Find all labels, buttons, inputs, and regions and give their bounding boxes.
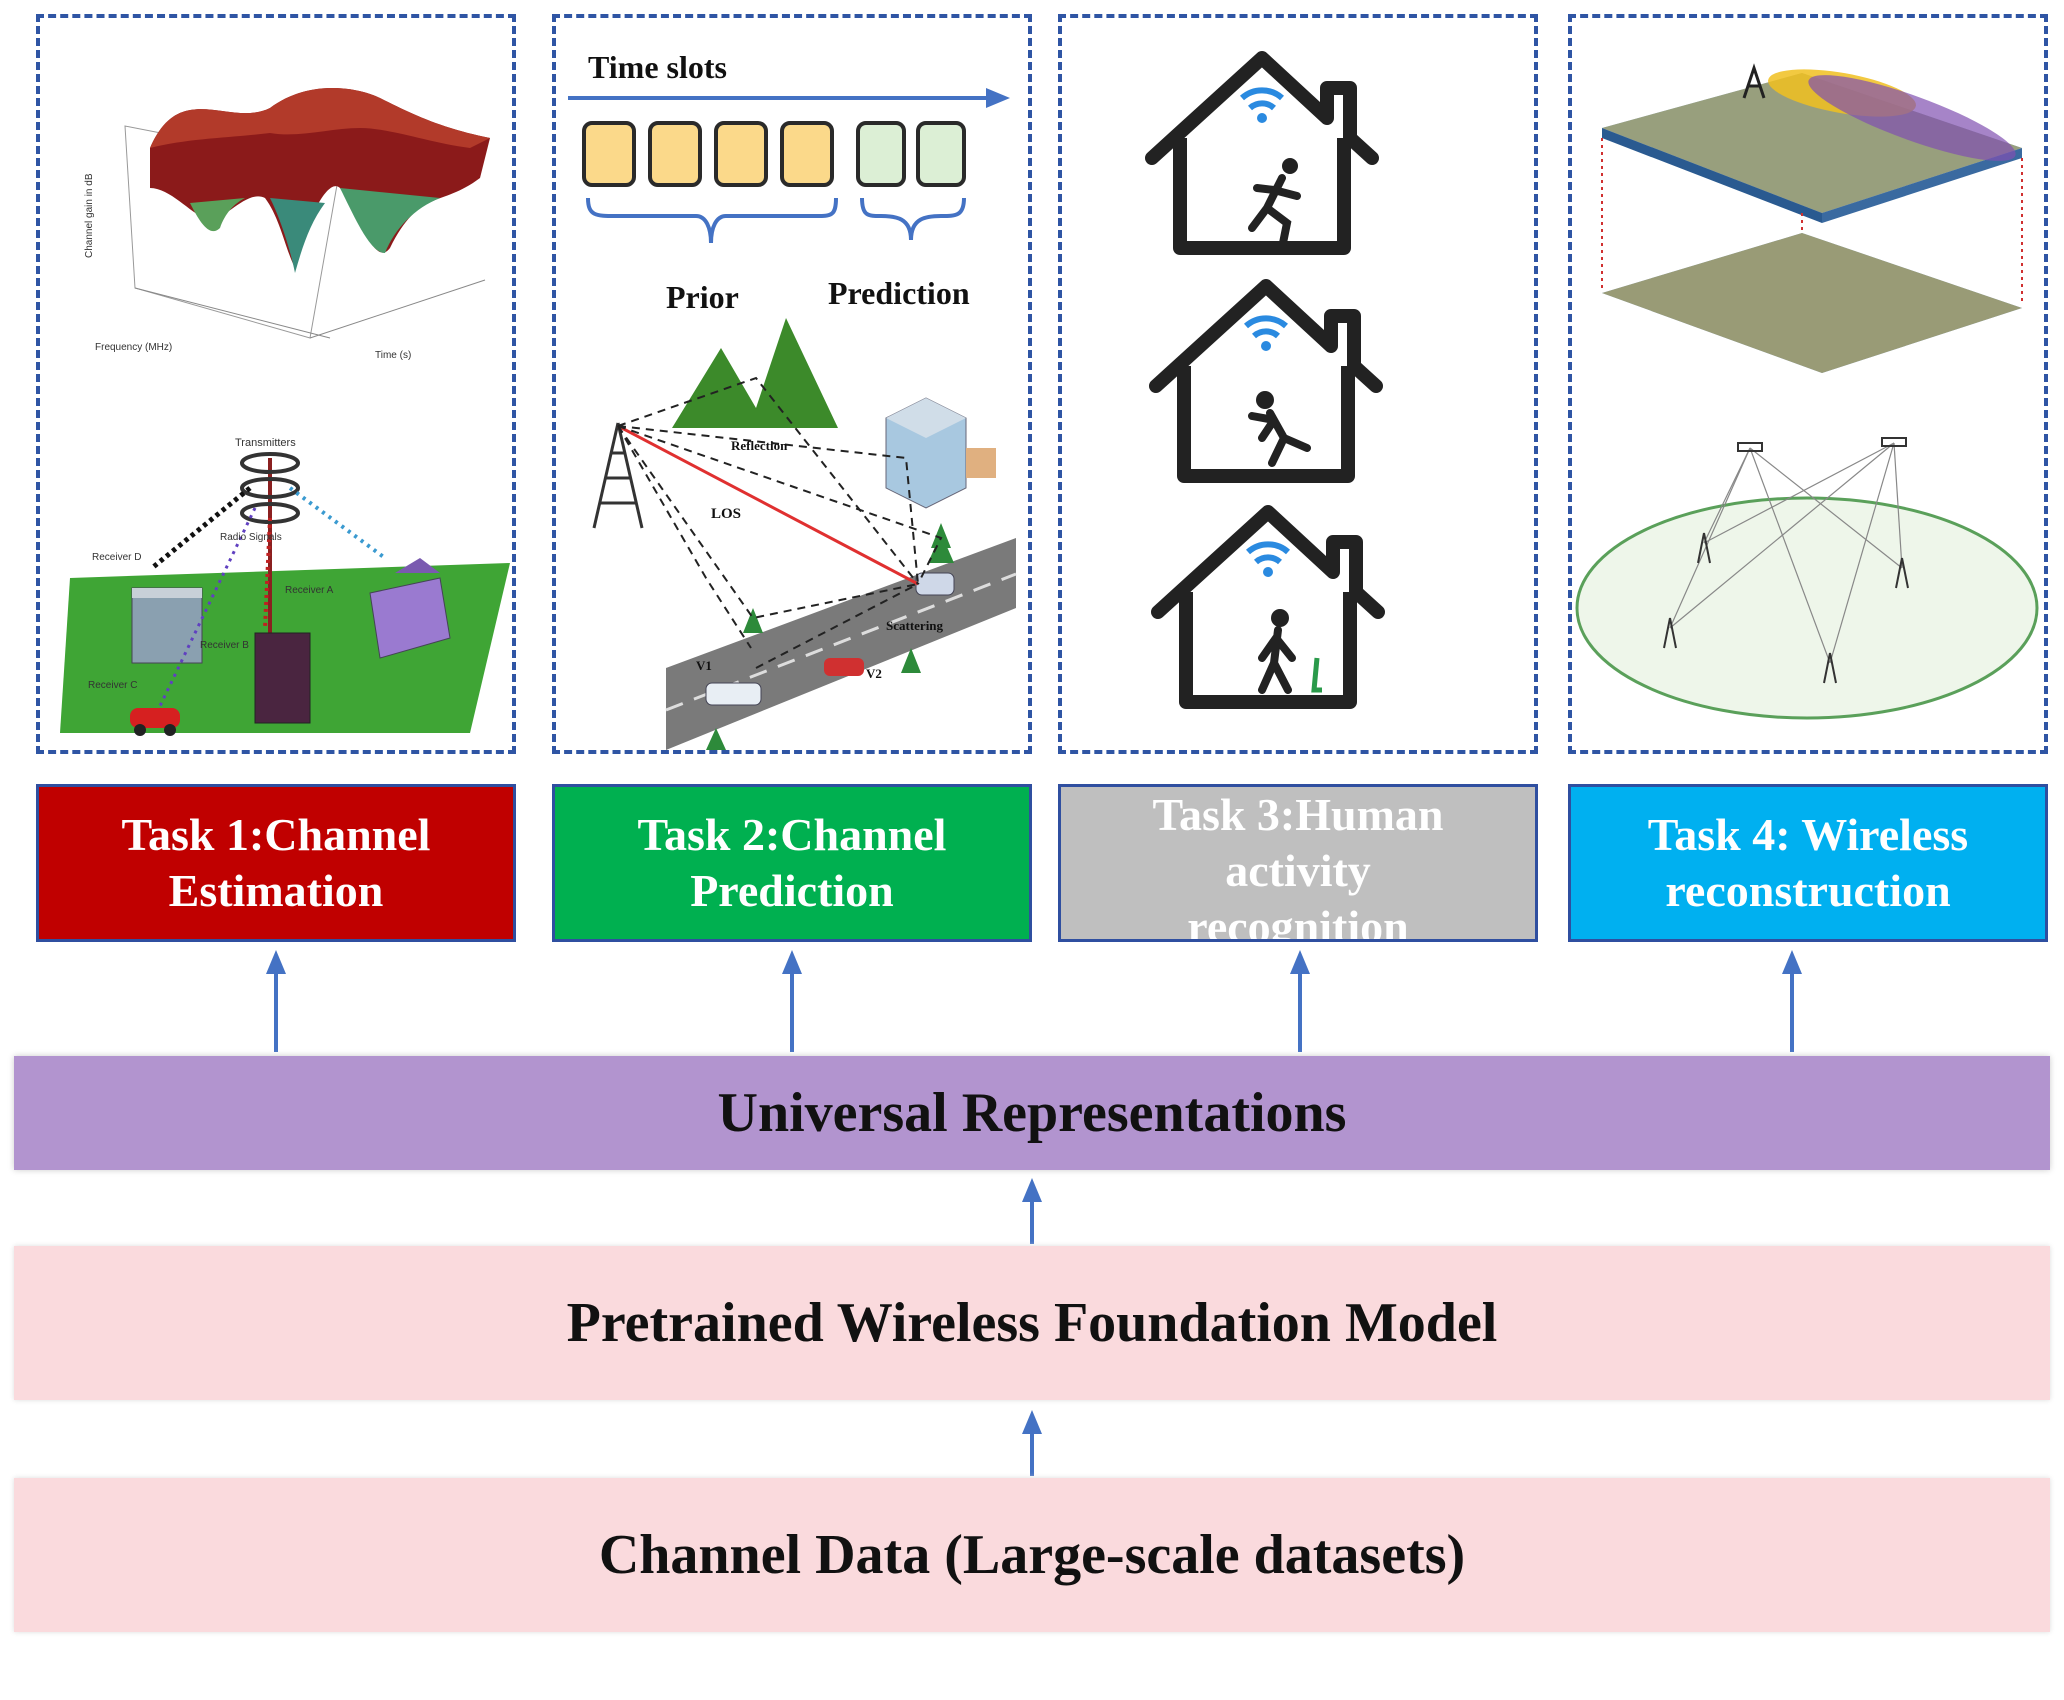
panel-human-activity [1058,14,1538,754]
channel-gain-surface-plot: Channel gain in dB Frequency (MHz) Time … [84,88,490,361]
house-falling-icon [1156,286,1376,476]
receiver-b-label: Receiver B [200,640,249,651]
pretrained-model-label: Pretrained Wireless Foundation Model [566,1292,1498,1354]
receiver-a-label: Receiver A [285,585,334,596]
prior-slots [582,121,834,187]
channel-prediction-illustration: Time slots Prior Prediction [568,49,1017,750]
uav-network-diagram [1575,437,2039,720]
prediction-slots [856,121,966,187]
panel-channel-estimation: Channel gain in dB Frequency (MHz) Time … [36,14,516,754]
receiver-d-label: Receiver D [92,552,141,563]
scattering-label: Scattering [886,618,944,633]
task1-line2: Estimation [168,865,384,916]
transmitters-label: Transmitters [235,437,296,449]
v2-label: V2 [866,666,882,681]
city-3d-map [1602,63,2022,223]
city-2d-map [1601,138,2023,373]
receiver-c-label: Receiver C [88,680,137,691]
channel-data-band: Channel Data (Large-scale datasets) [14,1478,2050,1632]
los-label: LOS [711,506,741,522]
prediction-label: Prediction [828,275,970,311]
task1-line1: Task 1:Channel [121,809,431,860]
task2-line2: Prediction [690,865,894,916]
car-icon [824,658,864,676]
bus-v1-icon [705,682,762,706]
human-activity-illustration [1062,18,1534,750]
time-axis-arrowhead [986,88,1010,108]
task3-line3: recognition [1187,901,1409,942]
task3-line1: Task 3:Human [1152,789,1444,840]
task3-line2: activity [1225,845,1371,896]
v1-label: V1 [696,658,712,673]
panel-channel-prediction: Time slots Prior Prediction [552,14,1032,754]
prior-brace [586,197,838,244]
x-axis-label: Frequency (MHz) [95,342,172,353]
y-axis-label: Time (s) [375,350,411,361]
task3-box: Task 3:Human activity recognition [1058,784,1538,942]
channel-data-label: Channel Data (Large-scale datasets) [598,1524,1466,1586]
panel-wireless-reconstruction [1568,14,2048,754]
prior-label: Prior [666,279,739,315]
mountains-icon [672,318,838,428]
building-icon [885,397,996,509]
house-running-icon [1152,58,1372,248]
universal-representations-band: Universal Representations [14,1056,2050,1170]
task4-box: Task 4: Wireless reconstruction [1568,784,2048,942]
base-station-tower-icon [592,422,644,529]
reflection-label: Reflection [731,438,788,453]
task2-line1: Task 2:Channel [637,809,947,860]
task4-line2: reconstruction [1665,865,1951,916]
trees-icon [706,523,954,750]
task4-line1: Task 4: Wireless [1647,809,1969,860]
los-ray [617,424,919,586]
wireless-reconstruction-illustration [1575,63,2039,720]
radio-signals-label: Radio Signals [220,532,282,543]
task1-box: Task 1:Channel Estimation [36,784,516,942]
channel-estimation-illustration: Channel gain in dB Frequency (MHz) Time … [60,88,510,736]
radio-map-scene: Transmitters Radio Signals Receiver A Re… [60,437,510,736]
multipath-rays [617,376,943,669]
task2-box: Task 2:Channel Prediction [552,784,1032,942]
time-slots-label: Time slots [588,49,727,85]
universal-representations-label: Universal Representations [717,1082,1347,1144]
house-walking-icon [1158,512,1378,702]
pretrained-model-band: Pretrained Wireless Foundation Model [14,1246,2050,1400]
prediction-brace [860,197,966,241]
z-axis-label: Channel gain in dB [84,173,95,258]
